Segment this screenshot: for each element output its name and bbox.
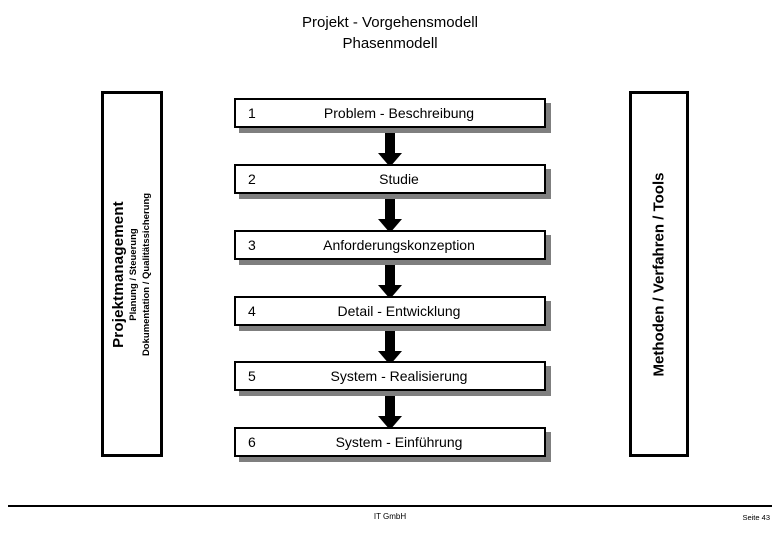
arrow-5-to-6-head	[378, 416, 402, 430]
left-panel-sub-label-2: Dokumentation / Qualitätssicherung	[141, 192, 153, 356]
phase-box-6-frame: 6 System - Einführung	[234, 427, 546, 457]
arrow-1-to-2-stem	[385, 133, 395, 155]
left-panel-projektmanagement: Projektmanagement Planung / Steuerung Do…	[101, 91, 163, 457]
phase-box-1-number: 1	[248, 105, 256, 121]
arrow-2-to-3-head	[378, 219, 402, 233]
phase-box-5[interactable]: 5 System - Realisierung	[234, 361, 551, 396]
footer-divider	[8, 505, 772, 507]
arrow-5-to-6	[378, 396, 402, 432]
phase-box-6-number: 6	[248, 434, 256, 450]
phase-box-1-frame: 1 Problem - Beschreibung	[234, 98, 546, 128]
page-title: Projekt - Vorgehensmodell Phasenmodell	[0, 12, 780, 54]
left-panel-sub-label-1: Planung / Steuerung	[128, 227, 140, 321]
arrow-2-to-3	[378, 199, 402, 235]
phase-box-3[interactable]: 3 Anforderungskonzeption	[234, 230, 551, 265]
arrow-3-to-4-stem	[385, 265, 395, 287]
phase-box-2-label: Studie	[379, 171, 419, 187]
phase-box-2-frame: 2 Studie	[234, 164, 546, 194]
arrow-5-to-6-stem	[385, 396, 395, 418]
phase-box-1-label: Problem - Beschreibung	[323, 105, 475, 121]
phase-box-5-label: System - Realisierung	[330, 368, 468, 384]
footer-company: IT GmbH	[373, 512, 407, 521]
phase-box-3-frame: 3 Anforderungskonzeption	[234, 230, 546, 260]
arrow-3-to-4-head	[378, 285, 402, 299]
phase-box-6-label: System - Einführung	[335, 434, 463, 450]
phase-box-4-frame: 4 Detail - Entwicklung	[234, 296, 546, 326]
arrow-1-to-2	[378, 133, 402, 169]
left-panel-main-label: Projektmanagement	[110, 200, 128, 348]
arrow-2-to-3-stem	[385, 199, 395, 221]
title-line-1: Projekt - Vorgehensmodell	[302, 14, 478, 31]
arrow-3-to-4	[378, 265, 402, 301]
right-panel-label: Methoden / Verfahren / Tools	[650, 172, 668, 376]
left-panel-rotated-text: Projektmanagement Planung / Steuerung Do…	[111, 192, 154, 355]
phase-box-5-frame: 5 System - Realisierung	[234, 361, 546, 391]
right-panel-text-wrap: Methoden / Verfahren / Tools	[632, 94, 686, 454]
phase-box-2[interactable]: 2 Studie	[234, 164, 551, 199]
phase-box-5-number: 5	[248, 368, 256, 384]
title-line-2: Phasenmodell	[342, 35, 438, 52]
footer-page-number: Seite 43	[742, 513, 770, 522]
phase-box-3-number: 3	[248, 237, 256, 253]
right-panel-methoden: Methoden / Verfahren / Tools	[629, 91, 689, 457]
arrow-1-to-2-head	[378, 153, 402, 167]
left-panel-text-wrap: Projektmanagement Planung / Steuerung Do…	[104, 94, 160, 454]
phase-box-4-label: Detail - Entwicklung	[337, 303, 461, 319]
phase-box-2-number: 2	[248, 171, 256, 187]
phase-box-1[interactable]: 1 Problem - Beschreibung	[234, 98, 551, 133]
phase-box-6[interactable]: 6 System - Einführung	[234, 427, 551, 462]
phase-box-4-number: 4	[248, 303, 256, 319]
phase-box-3-label: Anforderungskonzeption	[323, 237, 475, 253]
phase-box-4[interactable]: 4 Detail - Entwicklung	[234, 296, 551, 331]
arrow-4-to-5-stem	[385, 331, 395, 353]
